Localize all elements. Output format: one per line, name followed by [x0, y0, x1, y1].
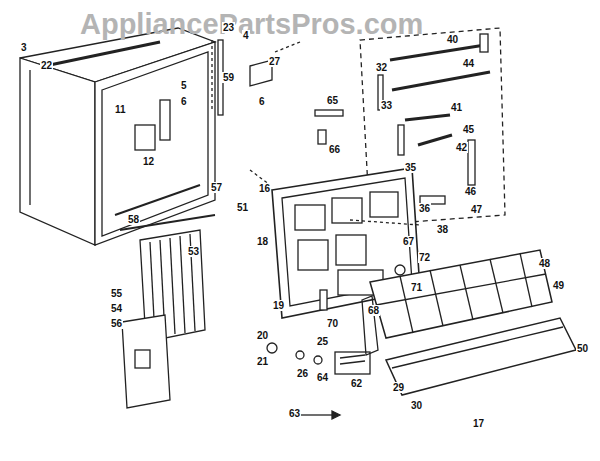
callout-number: 56: [110, 318, 123, 329]
callout-number: 67: [402, 236, 415, 247]
callout-number: 68: [367, 305, 380, 316]
callout-number: 59: [222, 72, 235, 83]
callout-number: 42: [455, 142, 468, 153]
watermark: AppliancePartsPros.com: [80, 8, 423, 40]
callout-number: 30: [410, 400, 423, 411]
callout-number: 19: [272, 300, 285, 311]
callout-number: 33: [380, 100, 393, 111]
callout-number: 50: [576, 343, 589, 354]
callout-number: 58: [127, 214, 140, 225]
callout-number: 55: [110, 288, 123, 299]
callout-number: 41: [450, 102, 463, 113]
callout-number: 53: [187, 246, 200, 257]
callout-number: 23: [222, 22, 235, 33]
callout-number: 71: [410, 282, 423, 293]
callout-number: 6: [258, 96, 266, 107]
callout-number: 62: [350, 378, 363, 389]
callout-number: 57: [210, 182, 223, 193]
callout-number: 72: [418, 252, 431, 263]
callout-number: 65: [326, 95, 339, 106]
callout-number: 4: [242, 30, 250, 41]
callout-number: 47: [470, 204, 483, 215]
callout-number: 22: [40, 60, 53, 71]
callout-number: 51: [236, 202, 249, 213]
callout-number: 29: [392, 382, 405, 393]
callout-number: 66: [328, 144, 341, 155]
callout-number: 54: [110, 303, 123, 314]
callout-number: 5: [180, 80, 188, 91]
callout-number: 44: [462, 58, 475, 69]
callout-number: 32: [375, 62, 388, 73]
callout-number: 48: [538, 258, 551, 269]
callout-number: 18: [256, 236, 269, 247]
callout-number: 27: [268, 56, 281, 67]
callout-number: 63: [288, 408, 301, 419]
callout-number: 64: [316, 372, 329, 383]
callout-number: 26: [296, 368, 309, 379]
callout-number: 12: [142, 156, 155, 167]
callout-number: 36: [418, 203, 431, 214]
callout-number: 20: [256, 330, 269, 341]
callout-number: 25: [316, 336, 329, 347]
callout-number: 38: [436, 224, 449, 235]
callout-number: 35: [404, 162, 417, 173]
callout-number: 49: [552, 280, 565, 291]
callout-number: 16: [258, 183, 271, 194]
callout-number: 45: [462, 124, 475, 135]
callout-number: 70: [326, 318, 339, 329]
callout-number: 11: [114, 104, 127, 115]
callout-number: 6: [180, 96, 188, 107]
callout-number: 3: [20, 42, 28, 53]
callout-number: 17: [472, 418, 485, 429]
callout-number: 46: [464, 186, 477, 197]
callout-number: 21: [256, 356, 269, 367]
callout-number: 40: [446, 34, 459, 45]
